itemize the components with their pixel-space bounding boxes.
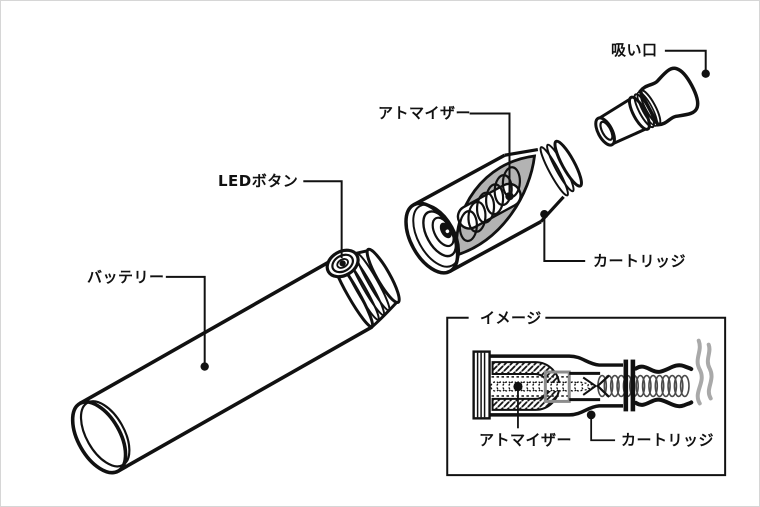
inset-box [446, 309, 727, 477]
inset-atomizer-leader-dot [513, 381, 523, 392]
atomizer-illustration [404, 139, 583, 275]
atomizer-leader-line [469, 112, 511, 193]
battery-leader-line [165, 275, 206, 363]
mouthpiece-label: 吸い口 [611, 41, 658, 59]
inset-atomizer-label: アトマイザー [479, 431, 573, 449]
cartridge-leader-dot [540, 209, 549, 219]
cartridge-leader-line [543, 216, 586, 262]
mouthpiece-leader-dot [701, 69, 710, 78]
led-button-illustration [325, 248, 360, 279]
inset-cartridge-label: カートリッジ [621, 431, 715, 449]
mouthpiece-illustration [594, 66, 700, 147]
led-button-leader-line [303, 180, 343, 258]
cartridge-socket-bracket [543, 370, 571, 403]
atomizer-leader-dot [505, 192, 514, 201]
atomizer-coil [458, 166, 521, 243]
inset-cartridge-leader-line [590, 414, 616, 442]
mouthpiece-leader-line [664, 49, 707, 71]
cartridge-label: カートリッジ [593, 252, 687, 270]
led-button-label: LEDボタン [218, 172, 299, 190]
inset-title-label: イメージ [480, 309, 542, 327]
battery-leader-dot [200, 362, 209, 371]
inset-cross-section [472, 338, 714, 442]
battery-label: バッテリー [87, 268, 165, 286]
smoke-wisps [695, 338, 714, 406]
atomizer-label: アトマイザー [378, 104, 472, 122]
atomizer-cutaway [455, 154, 537, 257]
